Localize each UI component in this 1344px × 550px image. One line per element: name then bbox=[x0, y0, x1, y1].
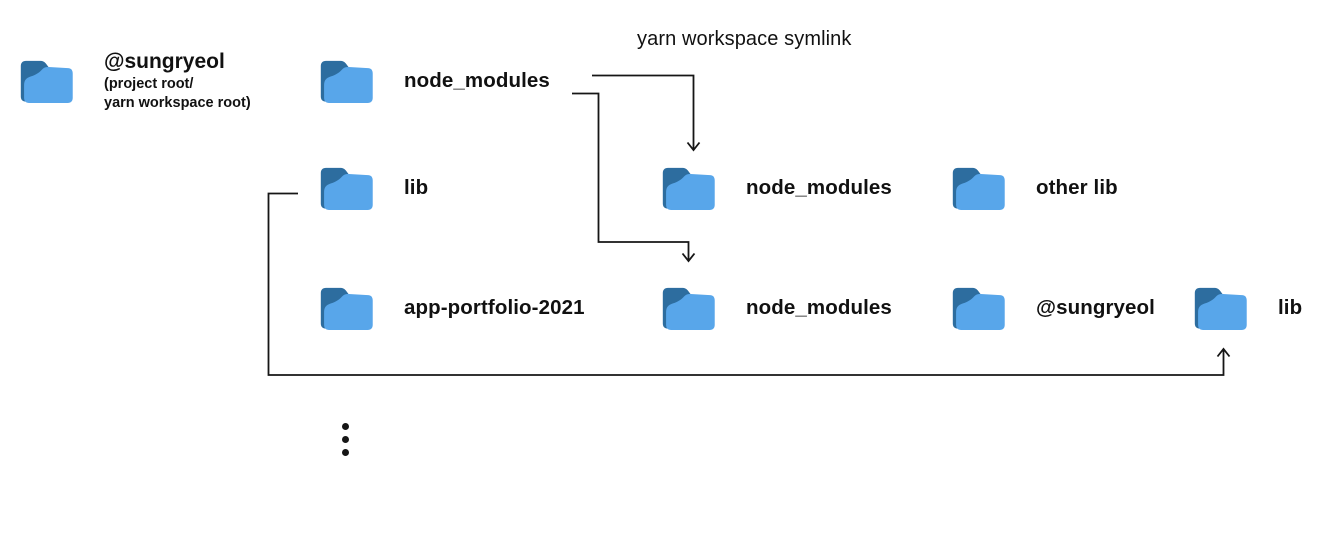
folder-node-node-modules-app: node_modules bbox=[660, 282, 892, 334]
folder-icon bbox=[662, 167, 715, 210]
folder-node-node-modules-hoisted: node_modules bbox=[660, 162, 892, 214]
folder-node-project-root: @sungryeol (project root/ yarn workspace… bbox=[18, 50, 251, 111]
ellipsis-icon bbox=[342, 423, 349, 456]
folder-label: lib bbox=[1278, 296, 1303, 319]
folder-node-sungryeol-scope: @sungryeol bbox=[950, 282, 1155, 334]
folder-label: node_modules bbox=[746, 296, 892, 319]
folder-node-app-portfolio-2021: app-portfolio-2021 bbox=[318, 282, 585, 334]
folder-icon bbox=[20, 60, 73, 103]
folder-label: @sungryeol bbox=[1036, 296, 1155, 319]
ellipsis-dot bbox=[342, 436, 349, 443]
folder-icon bbox=[320, 167, 373, 210]
folder-node-lib-workspace: lib bbox=[318, 162, 428, 214]
folder-icon bbox=[952, 167, 1005, 210]
symlink-annotation-label: yarn workspace symlink bbox=[637, 28, 852, 50]
folder-icon bbox=[1194, 287, 1247, 330]
folder-icon bbox=[320, 60, 373, 103]
project-root-label: @sungryeol bbox=[104, 50, 225, 73]
ellipsis-dot bbox=[342, 423, 349, 430]
project-root-text: @sungryeol (project root/ yarn workspace… bbox=[104, 49, 251, 113]
folder-label: app-portfolio-2021 bbox=[404, 296, 585, 319]
folder-icon bbox=[662, 287, 715, 330]
folder-node-lib-symlinked: lib bbox=[1192, 282, 1302, 334]
ellipsis-dot bbox=[342, 449, 349, 456]
folder-label: node_modules bbox=[746, 176, 892, 199]
folder-icon bbox=[320, 287, 373, 330]
project-root-sublabel-2: yarn workspace root) bbox=[104, 95, 251, 111]
folder-label: other lib bbox=[1036, 176, 1118, 199]
project-root-sublabel-1: (project root/ bbox=[104, 76, 194, 92]
folder-label: lib bbox=[404, 176, 429, 199]
folder-node-node-modules-root: node_modules bbox=[318, 55, 550, 107]
folder-node-other-lib: other lib bbox=[950, 162, 1118, 214]
folder-label: node_modules bbox=[404, 69, 550, 92]
folder-icon bbox=[952, 287, 1005, 330]
arrow-node-modules-to-hoisted bbox=[592, 74, 701, 152]
